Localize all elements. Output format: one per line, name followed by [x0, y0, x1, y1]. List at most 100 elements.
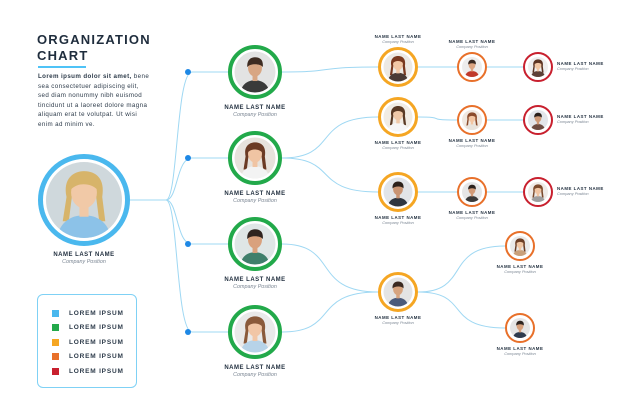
person-position: Company Position	[504, 269, 536, 275]
person-photo	[528, 110, 548, 130]
person-name: NAME LAST NAME	[374, 315, 422, 320]
legend-swatch	[52, 353, 59, 360]
person-position: Company Position	[456, 215, 488, 221]
legend-label: LOREM IPSUM	[69, 324, 124, 331]
person-photo	[510, 318, 530, 338]
legend-swatch	[52, 324, 59, 331]
person-node-j2[interactable]	[523, 105, 553, 135]
person-position: Company Position	[233, 372, 277, 378]
person-node-l4[interactable]	[378, 272, 418, 312]
person-position: Company Position	[382, 320, 414, 326]
person-name: NAME LAST NAME	[448, 39, 496, 44]
person-position: Company Position	[456, 44, 488, 50]
connector-ceo-m3	[165, 199, 228, 245]
person-name: NAME LAST NAME	[374, 140, 422, 145]
person-node-l3[interactable]	[378, 172, 418, 212]
legend-item: LOREM IPSUM	[52, 323, 124, 333]
person-name: NAME LAST NAME	[224, 105, 286, 111]
person-node-l1[interactable]	[378, 47, 418, 87]
legend-label: LOREM IPSUM	[69, 309, 124, 317]
person-photo	[528, 57, 548, 77]
person-position: Company Position	[233, 198, 277, 204]
person-position: Company Position	[456, 143, 488, 149]
legend-swatch	[52, 367, 59, 375]
person-photo	[234, 311, 276, 353]
connector-ceo-m1	[165, 71, 228, 201]
person-name: NAME LAST NAME	[496, 346, 544, 351]
person-photo	[383, 102, 413, 132]
person-name: NAME LAST NAME	[448, 138, 496, 143]
person-node-m3[interactable]	[228, 217, 282, 271]
legend-label: LOREM IPSUM	[69, 338, 124, 346]
person-position: Company Position	[233, 284, 277, 290]
connector-l4-s5	[417, 291, 506, 329]
connector-dot-m1	[185, 69, 191, 75]
person-node-s1[interactable]	[457, 52, 487, 82]
legend-swatch	[52, 338, 59, 346]
person-node-j1[interactable]	[523, 52, 553, 82]
legend-item: LOREM IPSUM	[52, 337, 124, 347]
person-photo	[383, 277, 413, 307]
legend-label: LOREM IPSUM	[69, 367, 124, 375]
person-name: NAME LAST NAME	[224, 191, 286, 197]
person-position: Company Position	[557, 119, 589, 125]
person-node-ceo[interactable]	[38, 154, 130, 246]
legend-item: LOREM IPSUM	[52, 366, 124, 376]
legend: LOREM IPSUM LOREM IPSUM LOREM IPSUM LOREM I…	[37, 294, 137, 388]
legend-label: LOREM IPSUM	[69, 353, 124, 360]
connector-m2-l2	[281, 116, 379, 159]
person-photo	[383, 177, 413, 207]
title-line-1: ORGANIZATION	[37, 32, 151, 47]
person-node-s4[interactable]	[505, 231, 535, 261]
person-position: Company Position	[557, 191, 589, 197]
person-node-s5[interactable]	[505, 313, 535, 343]
person-name: NAME LAST NAME	[374, 34, 422, 39]
connector-m2-l3	[281, 157, 379, 193]
legend-swatch	[52, 309, 59, 317]
person-photo	[510, 236, 530, 256]
person-node-j3[interactable]	[523, 177, 553, 207]
person-photo	[462, 110, 482, 130]
person-photo	[234, 223, 276, 265]
person-node-m2[interactable]	[228, 131, 282, 185]
chart-description: Lorem ipsum dolor sit amet, bene sea con…	[38, 72, 150, 130]
person-photo	[234, 137, 276, 179]
person-name: NAME LAST NAME	[53, 252, 115, 258]
person-photo	[234, 51, 276, 93]
person-name: NAME LAST NAME	[496, 264, 544, 269]
person-position: Company Position	[504, 351, 536, 357]
person-node-l2[interactable]	[378, 97, 418, 137]
connector-dot-m3	[185, 241, 191, 247]
person-name: NAME LAST NAME	[557, 114, 604, 119]
title-line-2: CHART	[37, 48, 89, 63]
person-node-s2[interactable]	[457, 105, 487, 135]
connector-dot-m4	[185, 329, 191, 335]
chart-title: ORGANIZATION CHART	[37, 32, 151, 64]
person-photo	[46, 162, 122, 238]
person-position: Company Position	[382, 39, 414, 45]
person-node-m4[interactable]	[228, 305, 282, 359]
connector-ceo-m2	[165, 157, 228, 201]
person-position: Company Position	[382, 220, 414, 226]
connector-l4-s4	[417, 245, 506, 293]
connector-m3-l4	[281, 243, 379, 293]
legend-item: LOREM IPSUM	[52, 352, 124, 362]
person-node-m1[interactable]	[228, 45, 282, 99]
description-body: bene sea consectetuer adipiscing elit, s…	[38, 73, 150, 128]
person-node-s3[interactable]	[457, 177, 487, 207]
